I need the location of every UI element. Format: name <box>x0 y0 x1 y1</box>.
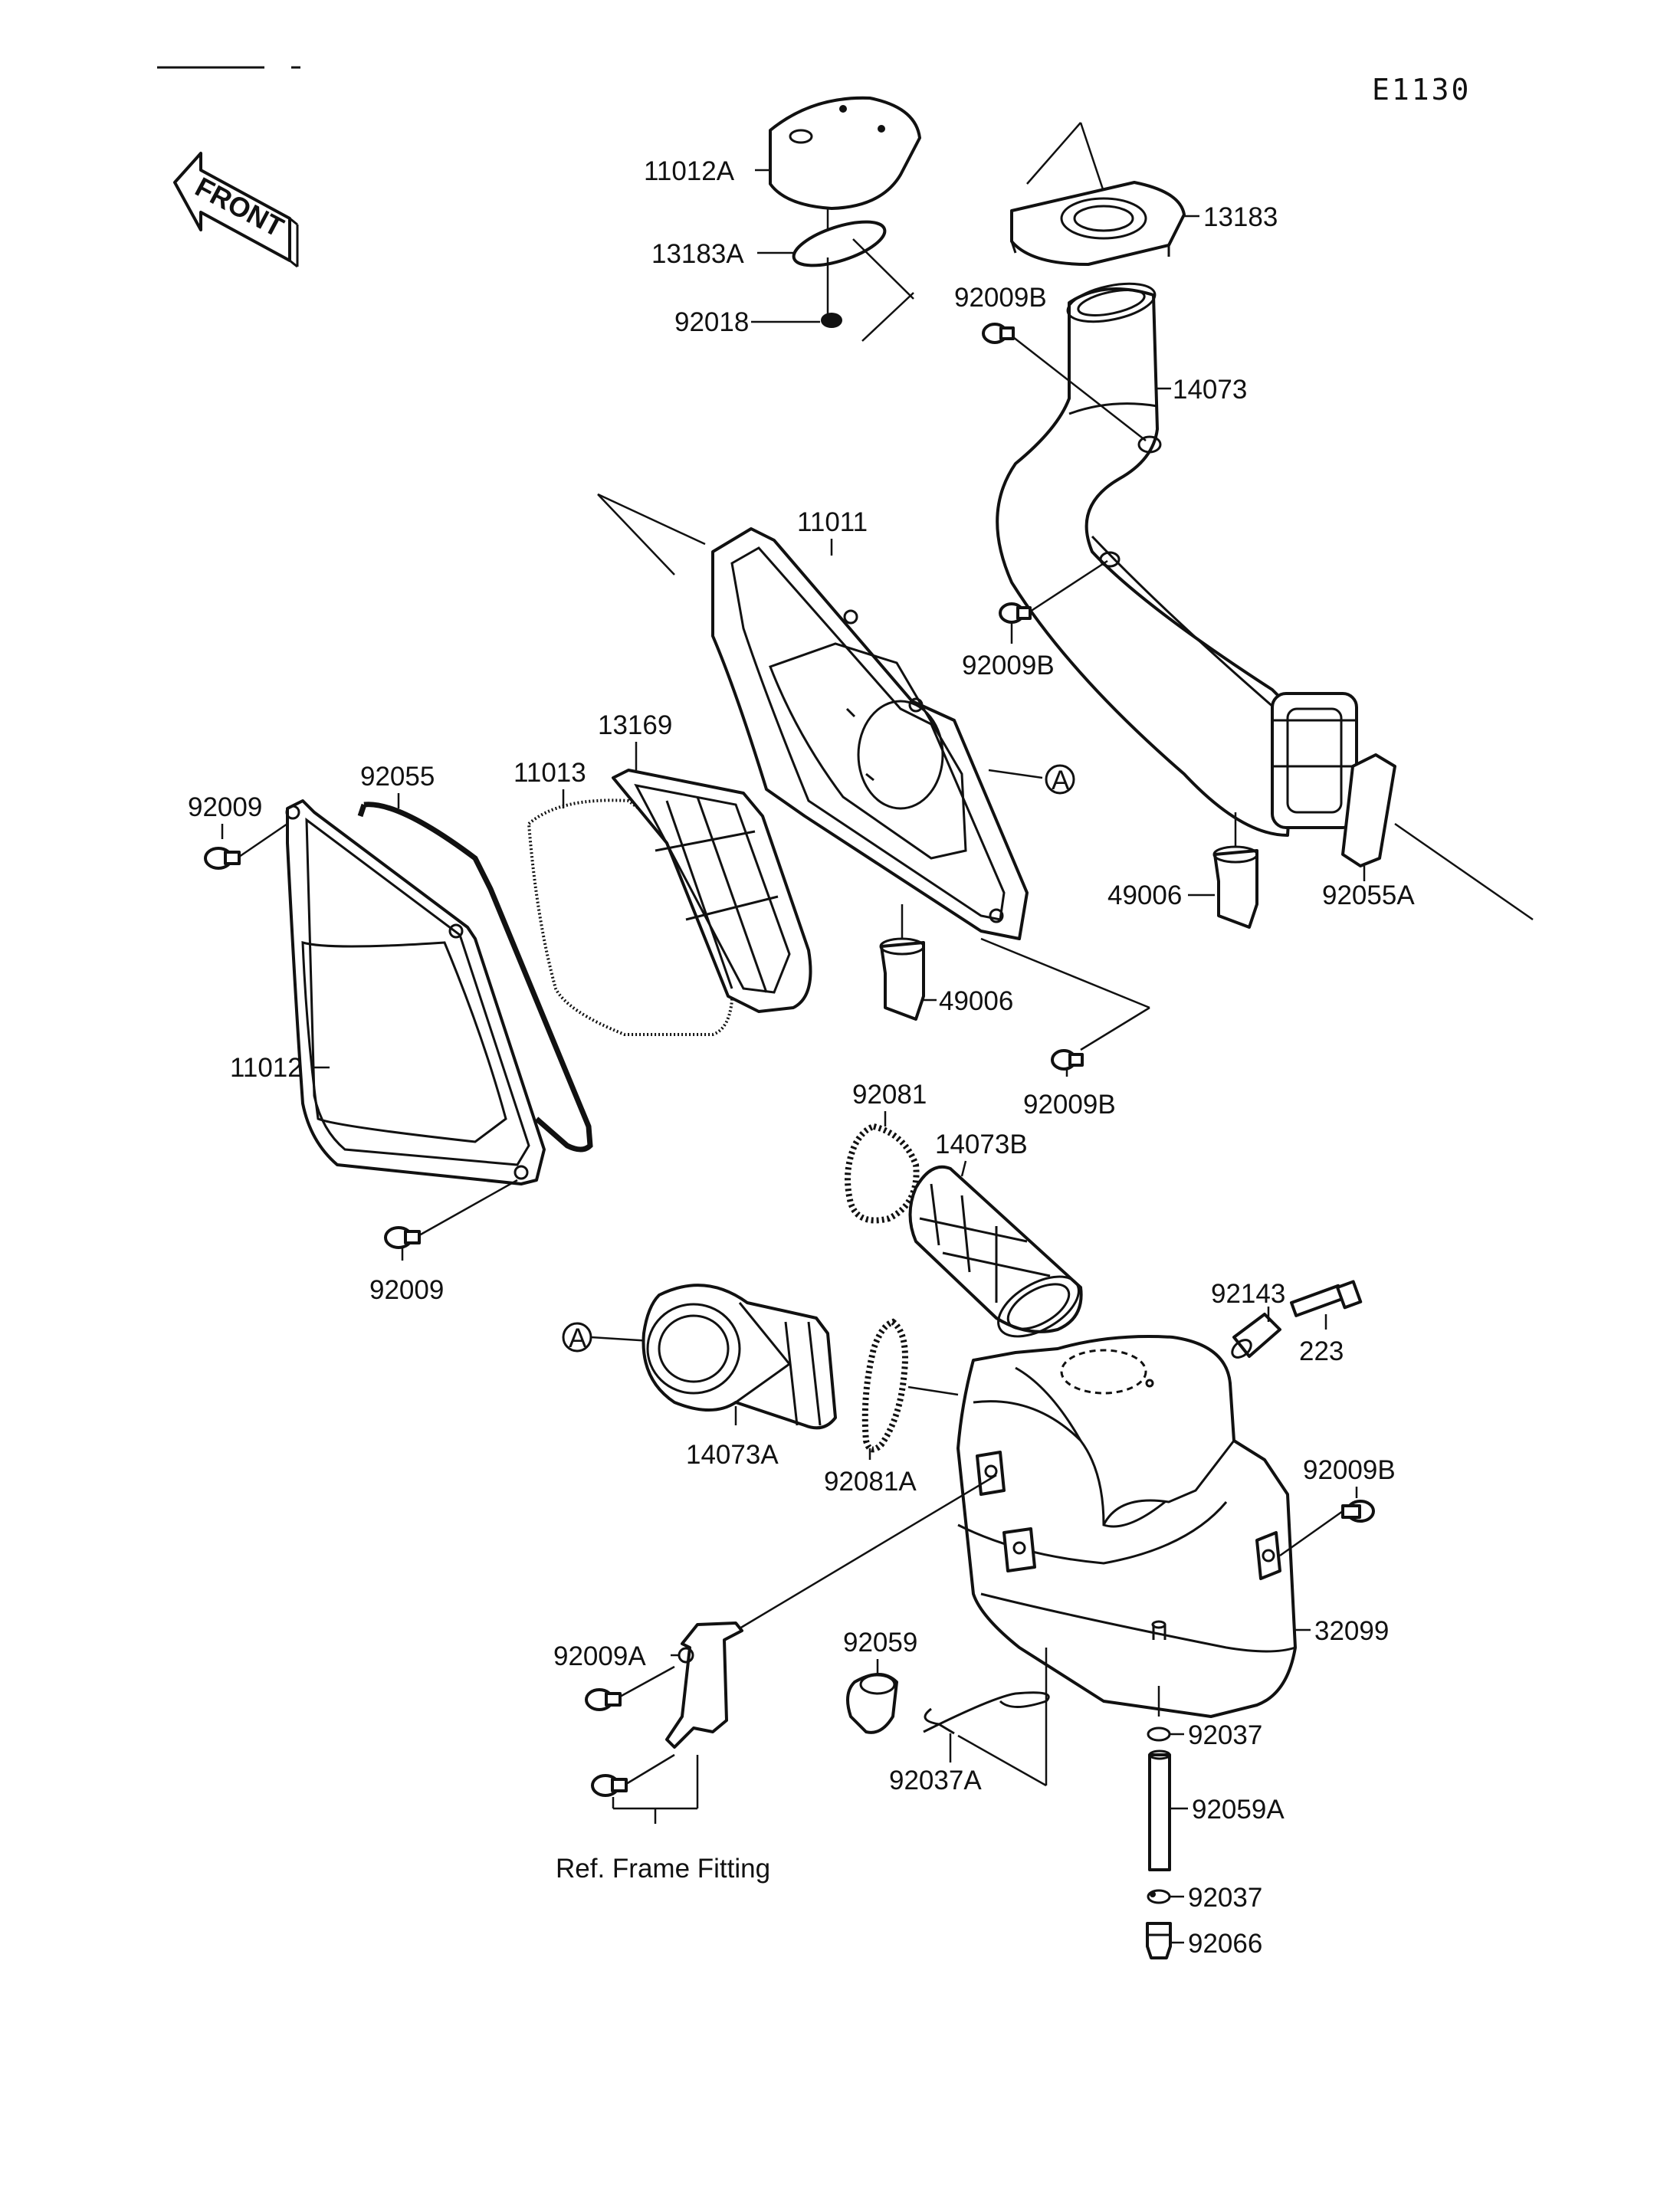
label-92037-lower: 92037 <box>1188 1883 1262 1913</box>
label-49006-right: 49006 <box>1107 880 1182 910</box>
label-92055: 92055 <box>360 762 435 792</box>
label-14073A: 14073A <box>686 1440 779 1470</box>
clip-92037A <box>923 1691 1050 1735</box>
plate-13183 <box>1010 181 1186 266</box>
plug-92066 <box>1146 1922 1172 1959</box>
circle-ref-A-top-label: A <box>1052 766 1070 795</box>
bolt-92009-b <box>384 1226 421 1249</box>
label-223: 223 <box>1299 1336 1344 1366</box>
label-92081: 92081 <box>852 1080 927 1110</box>
circle-ref-A-top <box>1045 764 1075 795</box>
label-92143: 92143 <box>1211 1279 1285 1309</box>
bolt-92009A-upper <box>585 1688 622 1711</box>
grommet-92018 <box>821 313 842 328</box>
drain-49006-right <box>1212 845 1258 929</box>
bolt-92009B-c <box>1051 1049 1084 1071</box>
bolt-92009B-a <box>982 323 1015 344</box>
plate-13183A <box>792 220 887 267</box>
label-92009B-a: 92009B <box>954 283 1047 313</box>
circle-ref-A-bottom-label: A <box>569 1323 587 1353</box>
label-11011: 11011 <box>797 507 868 537</box>
label-92055A: 92055A <box>1322 880 1415 910</box>
label-92081A: 92081A <box>824 1467 917 1497</box>
drain-49006-left <box>879 937 925 1021</box>
label-49006-left: 49006 <box>939 986 1013 1016</box>
label-92037A: 92037A <box>889 1766 982 1795</box>
bolt-92009B-d <box>1341 1500 1375 1523</box>
label-92009B-d: 92009B <box>1303 1455 1396 1485</box>
collar-92143 <box>1231 1313 1281 1359</box>
diagram-code: E1130 <box>1372 73 1471 107</box>
label-92009A: 92009A <box>553 1641 646 1671</box>
clamp-92037-upper <box>1147 1726 1171 1742</box>
airbox-11011 <box>711 527 1029 940</box>
cover-11012 <box>285 799 546 1185</box>
bolt-92009-a <box>204 847 241 870</box>
label-14073B: 14073B <box>935 1130 1028 1159</box>
spring-92081 <box>845 1123 920 1224</box>
label-11012A: 11012A <box>644 156 735 186</box>
label-13169: 13169 <box>598 710 672 740</box>
frame-13169 <box>612 769 812 1013</box>
label-32099: 32099 <box>1314 1616 1389 1646</box>
label-92066: 92066 <box>1188 1929 1262 1959</box>
label-92009-b: 92009 <box>369 1275 444 1305</box>
gasket-92055 <box>357 802 593 1153</box>
boot-14073A <box>641 1284 837 1430</box>
label-13183A: 13183A <box>651 239 744 269</box>
label-11012: 11012 <box>230 1053 303 1083</box>
label-11013: 11013 <box>514 758 586 788</box>
label-14073: 14073 <box>1173 375 1247 405</box>
label-92009-a: 92009 <box>188 792 262 822</box>
ref-frame-fitting-note: Ref. Frame Fitting <box>556 1854 770 1884</box>
boot-14073B <box>908 1165 1083 1338</box>
front-arrow-icon: FRONT <box>173 152 299 268</box>
label-92009B-c: 92009B <box>1023 1090 1116 1120</box>
label-92059: 92059 <box>843 1628 917 1658</box>
bracket-92009A <box>665 1622 743 1749</box>
label-92018: 92018 <box>674 307 749 337</box>
gasket-92055A <box>1341 753 1396 867</box>
bolt-92009A-lower <box>591 1774 628 1797</box>
cap-11012A <box>769 96 921 210</box>
spring-92081A <box>861 1318 908 1453</box>
hose-92059A <box>1148 1749 1171 1871</box>
duct-14073 <box>996 282 1358 837</box>
bolt-92009B-b <box>999 602 1032 624</box>
bolt-223 <box>1289 1280 1363 1317</box>
clamp-92037-lower <box>1147 1889 1171 1904</box>
label-92009B-b: 92009B <box>962 651 1055 680</box>
elbow-92059 <box>846 1673 898 1734</box>
label-92059A: 92059A <box>1192 1795 1285 1825</box>
label-92037-upper: 92037 <box>1188 1720 1262 1750</box>
label-13183: 13183 <box>1203 202 1278 232</box>
case-32099 <box>956 1335 1297 1718</box>
